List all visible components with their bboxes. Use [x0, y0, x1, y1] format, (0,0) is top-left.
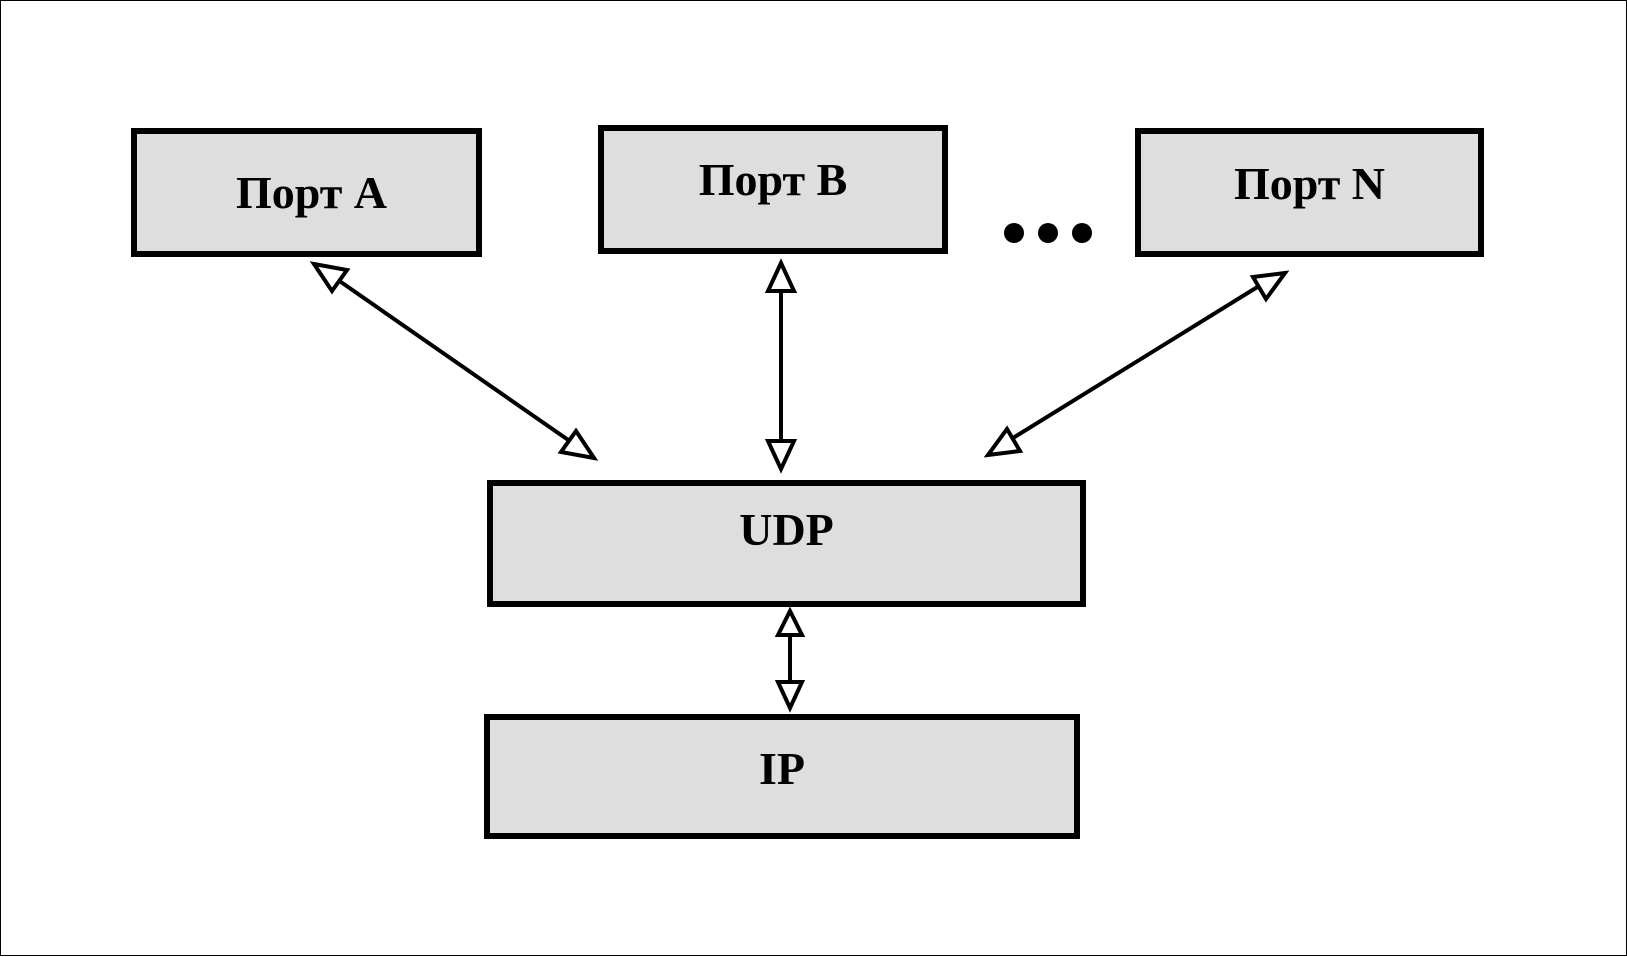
ellipsis-dot [1072, 223, 1092, 243]
udp-box: UDP [487, 480, 1086, 607]
port-n-label: Порт N [1233, 157, 1386, 209]
ellipsis-dot [1004, 223, 1024, 243]
port-b-box: Порт B [598, 125, 948, 254]
arrow-port-b-udp [764, 258, 798, 474]
arrow-shaft [336, 278, 576, 446]
arrow-port-n-udp [983, 270, 1290, 458]
arrow-head-down-icon [983, 425, 1024, 458]
arrow-head-down-icon [774, 680, 806, 713]
port-b-label: Порт B [698, 153, 848, 205]
port-a-box: Порт A [131, 128, 482, 257]
arrow-udp-ip [774, 606, 806, 713]
arrow-head-up-icon [764, 258, 798, 293]
arrow-port-a-udp [309, 261, 599, 461]
arrow-head-up-icon [1249, 270, 1290, 303]
ellipsis: ••• [1004, 218, 1092, 248]
arrow-head-down-icon [764, 439, 798, 474]
arrow-head-up-icon [309, 261, 351, 295]
arrow-head-down-icon [557, 427, 599, 461]
arrow-head-up-icon [774, 606, 806, 637]
port-n-box: Порт N [1135, 128, 1484, 257]
ip-label: IP [759, 742, 805, 794]
arrow-shaft [1011, 284, 1261, 440]
udp-label: UDP [739, 503, 834, 555]
ip-box: IP [484, 714, 1080, 839]
ellipsis-dot [1038, 223, 1058, 243]
port-a-label: Порт A [235, 166, 388, 218]
